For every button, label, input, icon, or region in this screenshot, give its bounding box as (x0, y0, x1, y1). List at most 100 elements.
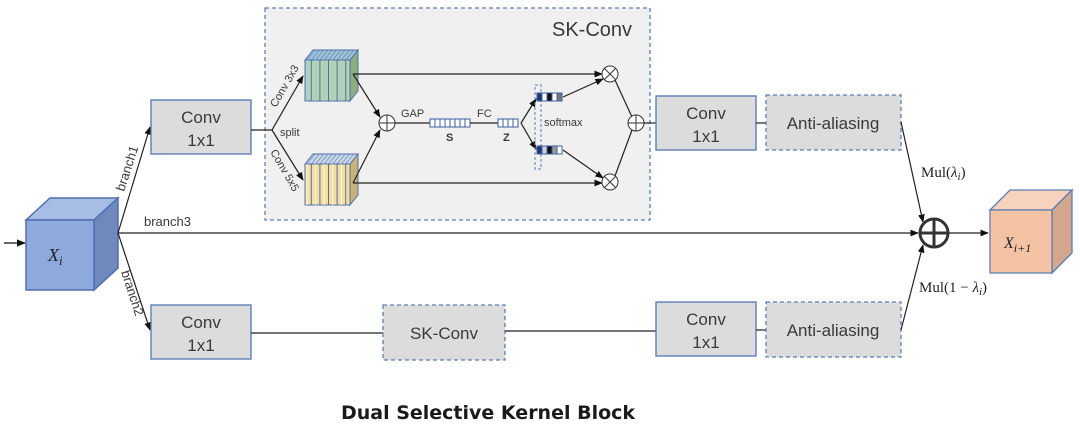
vector-cell (449, 118, 456, 128)
anti-bottom-to-sum-line (900, 244, 925, 331)
conv-top-right-block: Conv 1x1 (655, 95, 757, 151)
vector-cell (439, 118, 446, 128)
s-label: S (446, 132, 453, 144)
z-label: Z (503, 132, 510, 144)
feature-stripe-top (345, 49, 354, 61)
conv-top-left-label2: 1x1 (187, 131, 214, 150)
branch2-label: branch2 (118, 268, 147, 317)
input-sub: i (59, 253, 63, 268)
fc-label: FC (477, 108, 492, 120)
z-to-attn-top-line (520, 98, 537, 124)
fm3-to-sum-line (352, 73, 381, 118)
feature-stripe-top (341, 49, 350, 61)
vector-cell (551, 145, 558, 155)
attention-vector-top (536, 92, 563, 102)
svg-text:Xi: Xi (47, 245, 63, 268)
feature-stripe-top (328, 153, 337, 165)
split-to-conv5-line (271, 129, 304, 181)
feature-stripe-top (306, 153, 316, 165)
vector-cell (429, 118, 436, 128)
svg-text:Xi+1: Xi+1 (1003, 235, 1031, 255)
feature-stripe-top (345, 153, 354, 165)
anti-aliasing-bottom-label: Anti-aliasing (787, 321, 880, 340)
split-to-conv3-line (271, 75, 304, 131)
vector-cell (536, 92, 543, 102)
multiply-bottom-icon (601, 173, 619, 191)
conv-bottom-right-label2: 1x1 (692, 333, 719, 352)
feature-stripe-top (319, 49, 329, 61)
feature-stripe-top (336, 153, 346, 165)
vector-cell (459, 118, 466, 128)
feature-stripe-top (311, 49, 320, 61)
s-vector (429, 118, 471, 128)
feature-stripe-top (306, 49, 316, 61)
mul-bottom-to-sum-line (614, 129, 633, 177)
conv-bottom-left-block: Conv 1x1 (150, 304, 252, 360)
mul-top-to-sum-line (614, 79, 633, 118)
feature-map-5x5 (303, 152, 360, 207)
z-to-attn-bottom-line (520, 122, 537, 150)
attn-top-to-mul-line (562, 78, 604, 98)
feature-stripe-top (315, 153, 324, 165)
multiply-top-icon (601, 65, 619, 83)
vector-cell (556, 92, 563, 102)
output-cube: Xi+1 (988, 188, 1074, 275)
anti-top-to-sum-line (900, 121, 925, 223)
input-label: X (47, 245, 60, 265)
vector-cell (541, 92, 548, 102)
feature-stripe-top (341, 153, 350, 165)
vector-cell (546, 92, 553, 102)
feature-stripe-top (328, 49, 337, 61)
output-label: X (1003, 235, 1015, 252)
mul-bottom-label: Mul(1 − λi) (919, 280, 987, 298)
conv-bottom-right-block: Conv 1x1 (655, 301, 757, 357)
softmax-dashed-box (534, 84, 542, 170)
fm5-to-sum-line (352, 129, 381, 184)
conv-top-right-label1: Conv (686, 104, 726, 123)
feature-stripe-top (311, 153, 320, 165)
conv-bottom-left-label2: 1x1 (187, 336, 214, 355)
z-vector (497, 118, 519, 128)
feature-stripe-top (319, 153, 329, 165)
split-label: split (280, 127, 300, 139)
skconv-small-block: SK-Conv (382, 304, 506, 361)
vector-cell (444, 118, 451, 128)
vector-cell (454, 118, 461, 128)
feature-stripe-top (336, 49, 346, 61)
vector-cell (546, 145, 553, 155)
feature-stripe-top (332, 49, 342, 61)
conv-bottom-left-label1: Conv (181, 313, 221, 332)
branch1-line (117, 126, 152, 234)
sum-circle-icon (378, 114, 396, 132)
branch2-line (117, 232, 151, 331)
branch3-label: branch3 (144, 214, 191, 229)
diagram-title: Dual Selective Kernel Block (341, 402, 635, 424)
vector-cell (497, 118, 504, 128)
skconv-small-label: SK-Conv (410, 324, 479, 343)
feature-stripe-top (323, 153, 333, 165)
conv-top-left-block: Conv 1x1 (150, 99, 252, 155)
conv-bottom-right-label1: Conv (686, 310, 726, 329)
vector-cell (551, 92, 558, 102)
attn-bottom-to-mul-line (562, 149, 604, 179)
vector-cell (434, 118, 441, 128)
vector-cell (536, 145, 543, 155)
final-sum-icon (918, 217, 950, 249)
anti-aliasing-top-label: Anti-aliasing (787, 114, 880, 133)
vector-cell (512, 118, 519, 128)
feature-stripe-top (323, 49, 333, 61)
vector-cell (556, 145, 563, 155)
sum-out-circle-icon (627, 114, 645, 132)
mul-top-label: Mul(λi) (921, 165, 966, 183)
output-sub: i+1 (1014, 241, 1031, 255)
skconv-title: SK-Conv (552, 19, 632, 41)
input-cube: Xi (24, 196, 120, 292)
vector-cell (541, 145, 548, 155)
vector-cell (507, 118, 514, 128)
feature-stripe-top (315, 49, 324, 61)
conv-top-right-label2: 1x1 (692, 127, 719, 146)
vector-cell (502, 118, 509, 128)
feature-stripe-top (332, 153, 342, 165)
gap-label: GAP (401, 108, 424, 120)
